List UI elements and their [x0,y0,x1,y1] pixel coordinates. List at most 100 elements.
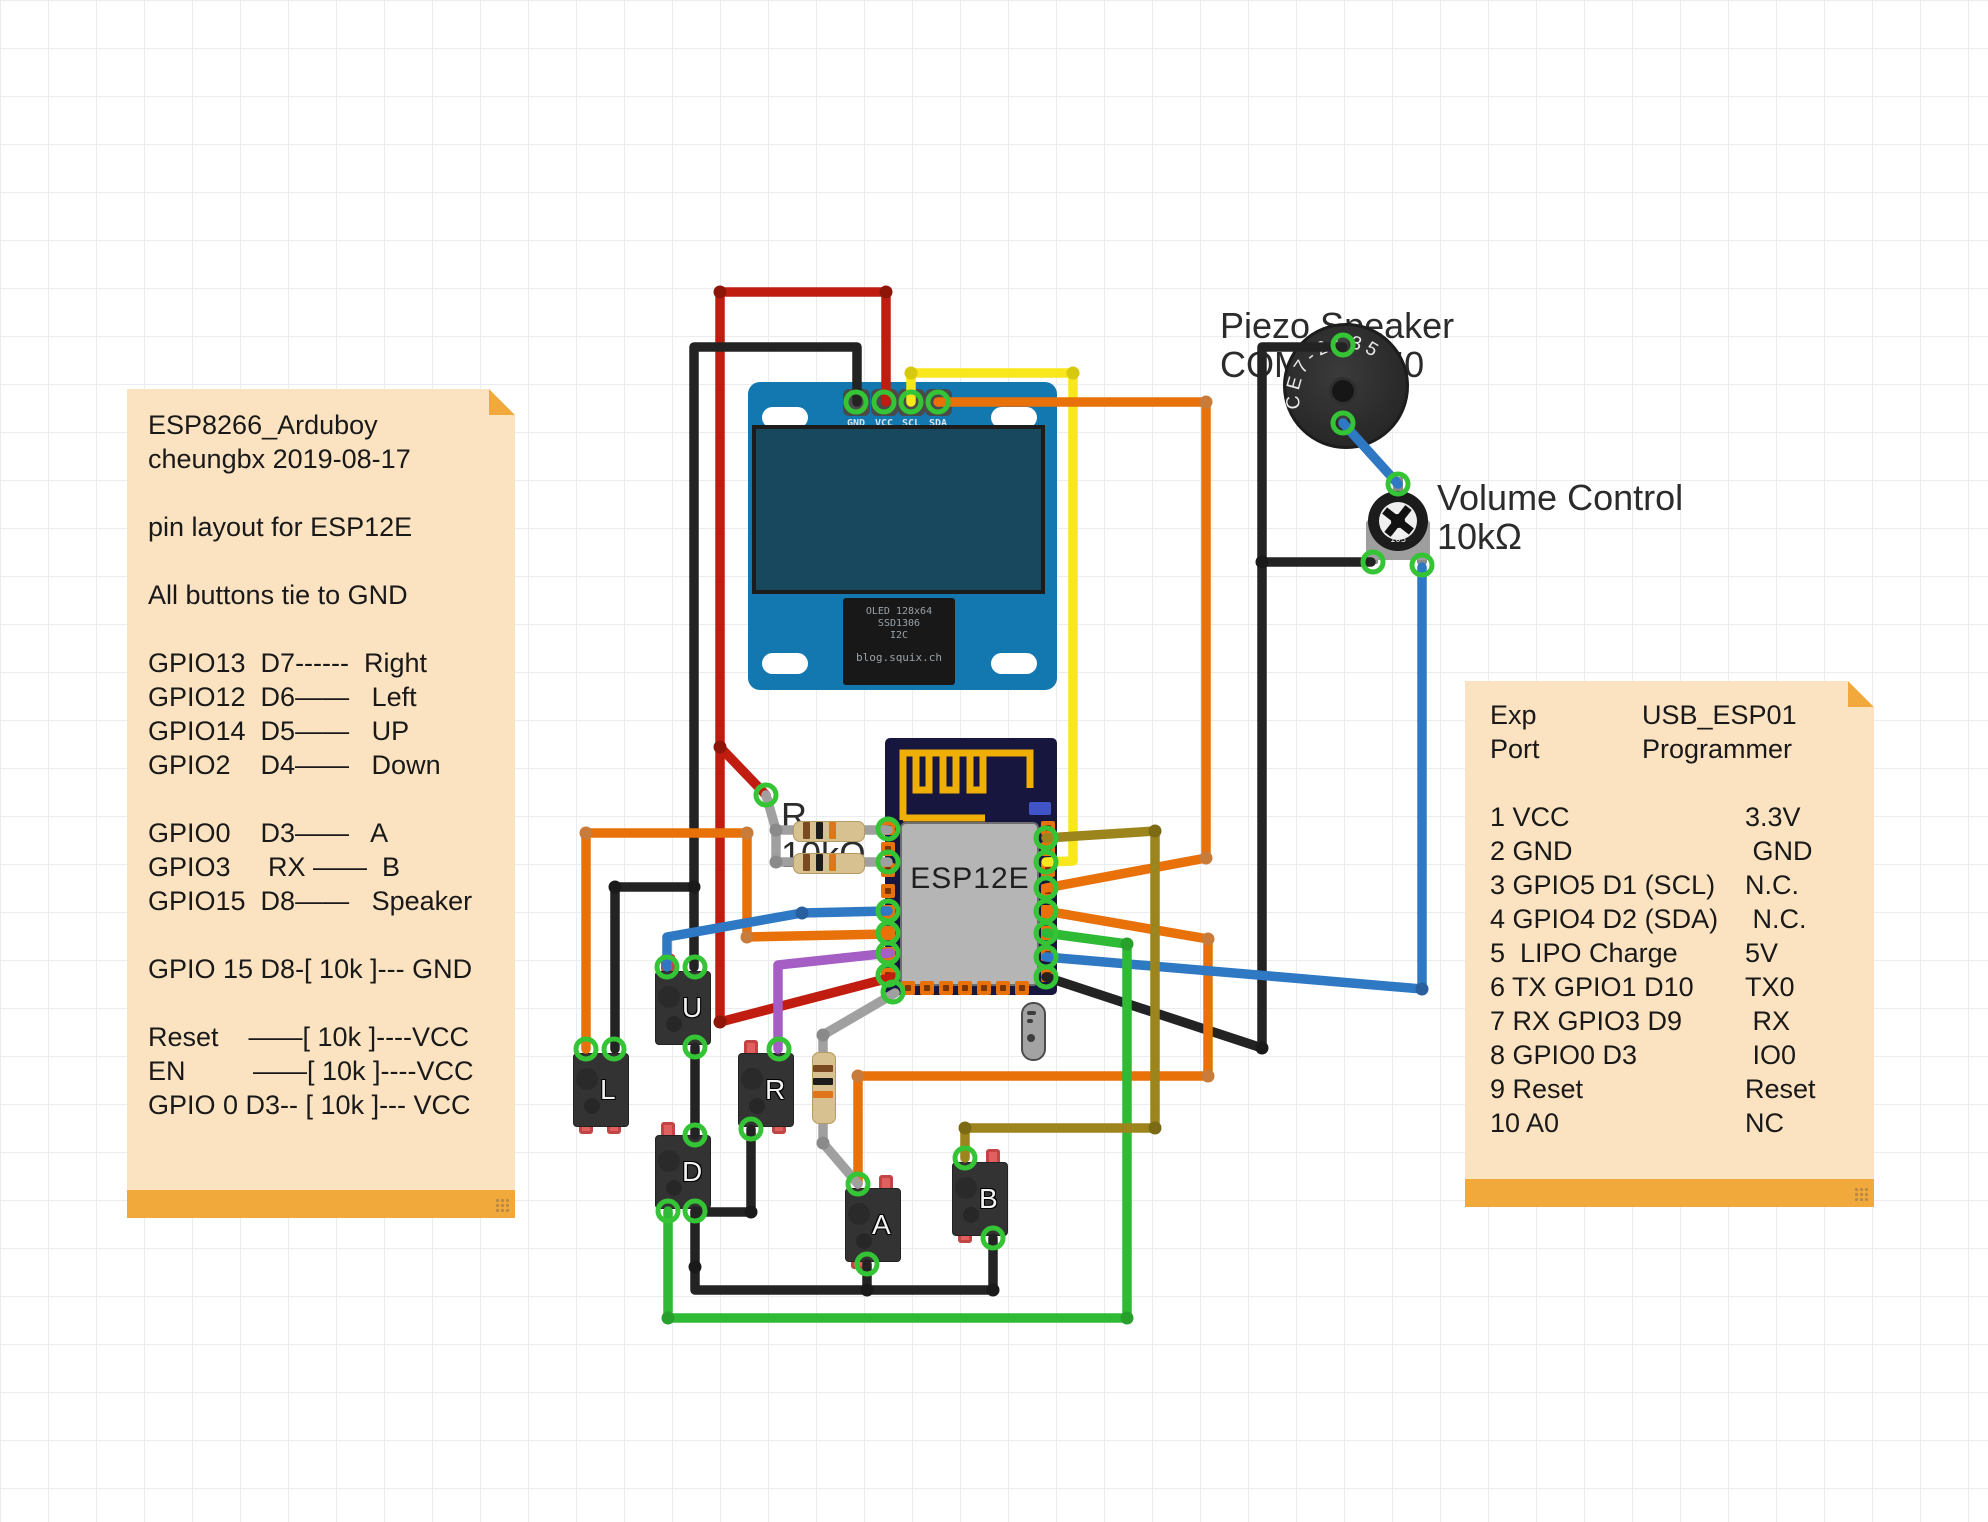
esp-pin-pad[interactable] [920,981,934,995]
wire-bendpoint [687,880,701,894]
connection-ring[interactable] [1033,875,1059,901]
mounting-hole [762,653,808,674]
wire-bendpoint [851,1069,865,1083]
esp-pin-pad[interactable] [881,884,895,898]
pullup-resistor-10k[interactable] [793,853,865,874]
connection-ring[interactable] [654,954,680,980]
orange-wire[interactable] [933,397,1211,893]
tact-button-l[interactable]: L [573,1053,629,1127]
wire-bendpoint [986,1283,1000,1297]
wire-bendpoint [740,930,754,944]
note-resize-handle[interactable] [1854,1187,1868,1201]
mounting-hole [991,653,1037,674]
connection-ring[interactable] [898,389,924,415]
connection-ring[interactable] [682,1122,708,1148]
connection-ring[interactable] [854,1251,880,1277]
wire-bendpoint [1199,851,1213,865]
button-letter: D [682,1156,703,1187]
connection-ring[interactable] [601,1036,627,1062]
tact-button-d[interactable]: D [655,1135,711,1209]
note-resize-handle[interactable] [495,1198,509,1212]
esp-pin-pad[interactable] [939,981,953,995]
yellow-wire[interactable] [906,368,1078,867]
connection-ring[interactable] [682,1034,708,1060]
wire-bendpoint [1066,366,1080,380]
connection-ring[interactable] [1033,920,1059,946]
connection-ring[interactable] [1360,549,1386,575]
blue-wire[interactable] [1041,562,1427,994]
wire-bendpoint [1148,824,1162,838]
connection-ring[interactable] [573,1036,599,1062]
oled-brand-text: blog.squix.ch [855,651,943,664]
note-line: GPIO 15 D8-[ 10k ]--- GND [148,954,473,984]
tact-button-a[interactable]: A [845,1188,901,1262]
note-row: 7 RX GPIO3 D9 RX [1490,1006,1791,1036]
connection-ring[interactable] [1033,964,1059,990]
wire-bendpoint [1120,1311,1134,1325]
purple-wire[interactable] [773,948,895,1054]
connection-ring[interactable] [880,979,906,1005]
esp12e-module[interactable]: ESP12E [881,738,1057,1061]
wire-bendpoint [688,1260,702,1274]
connection-ring[interactable] [682,1198,708,1224]
note-line: GPIO13 D7------ Right [148,648,428,678]
connection-ring[interactable] [845,1171,871,1197]
connection-ring[interactable] [682,954,708,980]
blue-wire[interactable] [1338,418,1403,489]
oled-pin-label: SDA [928,418,948,429]
connection-ring[interactable] [1033,849,1059,875]
connection-ring[interactable] [952,1145,978,1171]
blue-wire[interactable] [662,906,893,972]
connection-ring[interactable] [875,816,901,842]
trimpot-dial[interactable]: 103 [1368,491,1428,551]
button-letter: A [872,1209,891,1240]
oled-pin-label: GND [846,418,866,429]
black-wire[interactable] [690,1206,998,1295]
connection-ring[interactable] [871,389,897,415]
black-wire[interactable] [610,882,699,1054]
wire-bendpoint [713,740,727,754]
note-line: ESP8266_Arduboy [148,410,378,440]
connection-ring[interactable] [753,782,779,808]
oled-chip-line: SSD1306 [877,618,921,629]
wire-bendpoint [769,823,783,837]
connection-ring[interactable] [1330,332,1356,358]
esp-pin-pad[interactable] [1015,981,1029,995]
esp-pin-pad[interactable] [977,981,991,995]
connection-ring[interactable] [980,1225,1006,1251]
connection-ring[interactable] [766,1036,792,1062]
note-line: GPIO0 D3—— A [148,818,389,848]
connection-ring[interactable] [1385,471,1411,497]
connection-ring[interactable] [655,1198,681,1224]
tact-button-r[interactable]: R [738,1053,794,1127]
tact-button-b[interactable]: B [952,1162,1008,1236]
tact-button-u[interactable]: U [655,971,711,1045]
note-bottom-strip [1465,1179,1874,1207]
button-letter: R [765,1074,786,1105]
connection-ring[interactable] [875,849,901,875]
connection-ring[interactable] [1330,410,1356,436]
connection-ring[interactable] [925,389,951,415]
note-line: EN ——[ 10k ]----VCC [148,1056,474,1086]
connection-ring[interactable] [1409,552,1435,578]
black-wire[interactable] [689,342,862,972]
note-line: GPIO14 D5—— UP [148,716,410,746]
note-line: GPIO15 D8—— Speaker [148,886,473,916]
connection-ring[interactable] [1033,825,1059,851]
connection-ring[interactable] [738,1116,764,1142]
connection-ring[interactable] [843,389,869,415]
esp-pin-pad[interactable] [958,981,972,995]
esp-pin-pad[interactable] [996,981,1010,995]
series-resistor[interactable] [812,1052,836,1124]
pullup-resistor-10k[interactable] [793,821,865,842]
